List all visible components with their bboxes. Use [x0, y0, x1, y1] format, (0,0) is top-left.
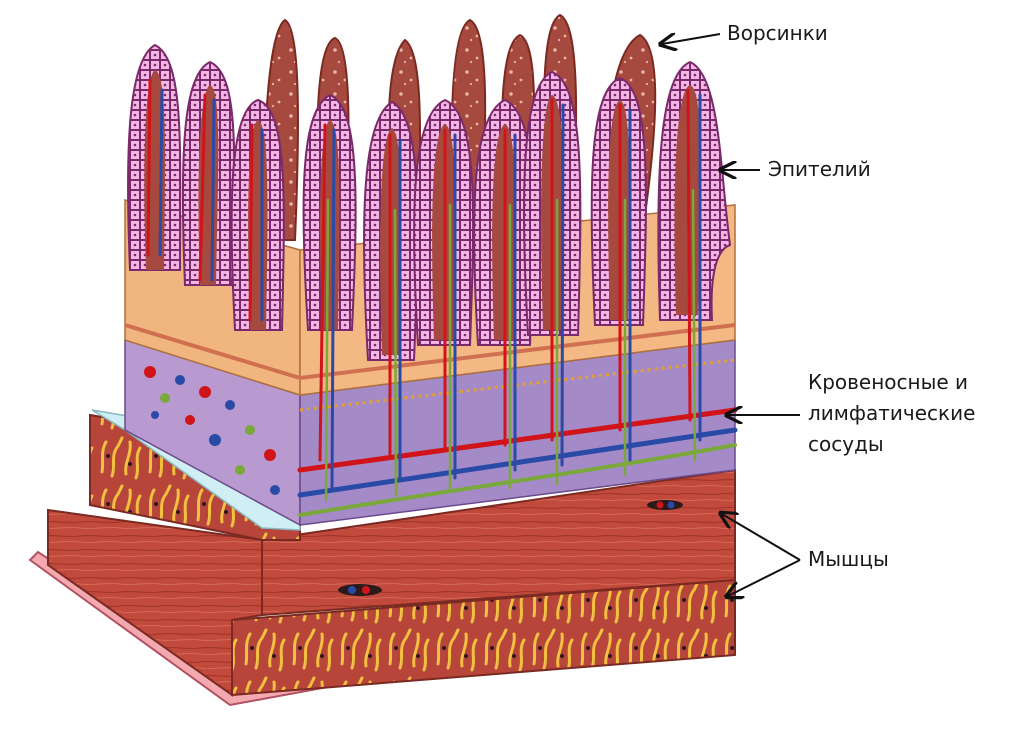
muscle-arrow-lower: [728, 559, 801, 596]
label-muscles: Мышцы: [808, 547, 889, 571]
submucosa-dots: [144, 366, 280, 495]
muscle-layers: [47, 413, 736, 697]
label-vessels: Кровеносные и лимфатические сосуды: [808, 367, 1018, 460]
pointer-arrows: [662, 34, 801, 596]
label-villi: Ворсинки: [727, 21, 828, 45]
muscle-arrow-upper: [722, 514, 801, 561]
label-vessels-line3: сосуды: [808, 432, 884, 456]
label-epithelium: Эпителий: [768, 157, 871, 181]
label-vessels-line1: Кровеносные и: [808, 370, 969, 394]
villi-arrow: [662, 34, 721, 44]
label-vessels-line2: лимфатические: [808, 401, 976, 425]
vessels: [146, 78, 738, 517]
